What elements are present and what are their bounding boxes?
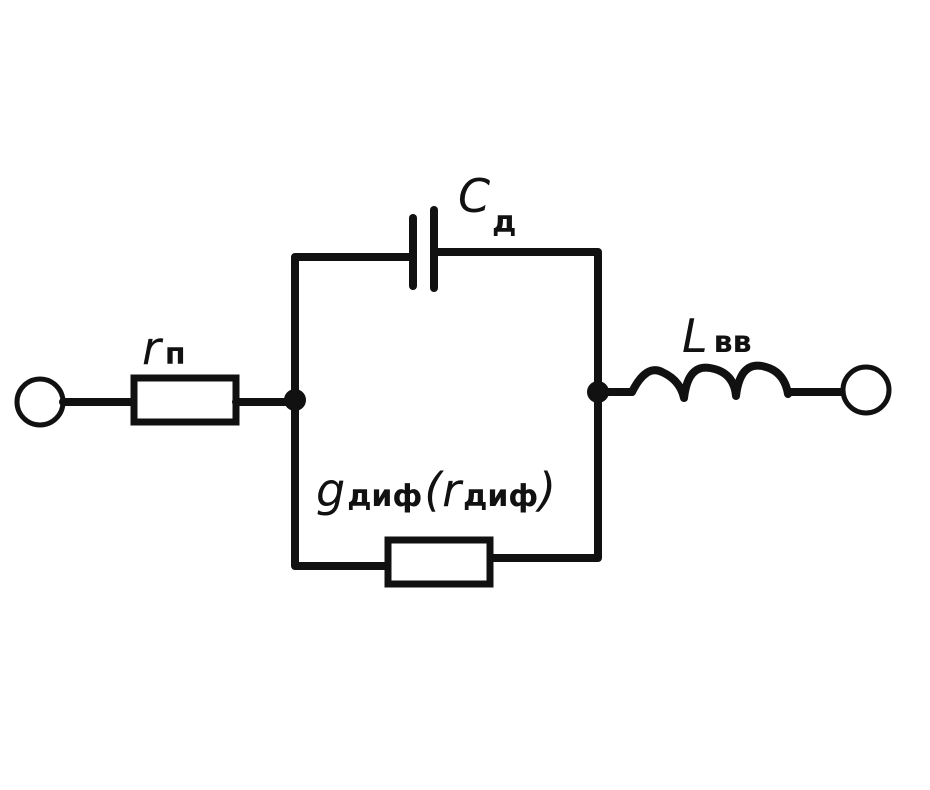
wire-loop-right — [432, 248, 602, 562]
label-r-diff-main: r — [442, 463, 464, 517]
right-terminal — [840, 364, 892, 416]
label-c-diode: Cд — [458, 169, 516, 240]
label-l-lead-sub: вв — [714, 325, 752, 360]
inductor-coil — [628, 361, 792, 402]
resistor-diff — [384, 536, 494, 588]
label-paren-open: ( — [424, 463, 444, 517]
label-g-diff-main: g — [316, 463, 345, 517]
wire-loop-left — [291, 253, 417, 570]
label-g-diff-sub: диф — [347, 479, 422, 514]
left-terminal — [14, 376, 66, 428]
label-r-series-sub: п — [165, 337, 186, 372]
label-c-diode-sub: д — [492, 205, 516, 240]
label-r-diff-sub: диф — [463, 479, 538, 514]
left-junction-node — [284, 389, 306, 411]
label-c-diode-main: C — [458, 169, 490, 223]
resistor-r-series — [130, 374, 240, 426]
label-r-series-main: r — [142, 321, 164, 375]
label-l-lead-main: L — [682, 309, 708, 363]
label-g-r-diff: gдиф(rдиф) — [316, 463, 556, 517]
label-paren-close: ) — [535, 463, 556, 517]
